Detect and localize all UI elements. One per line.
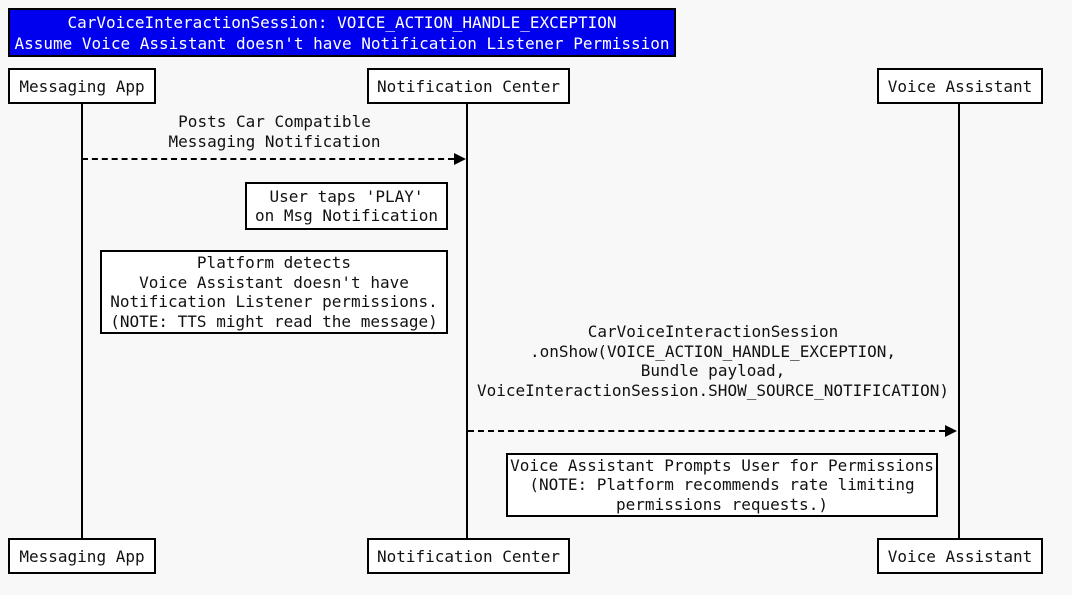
message-posts-notification-arrow-line bbox=[82, 158, 454, 160]
actor-messaging-app-top: Messaging App bbox=[8, 68, 156, 104]
actor-voice-assistant-top: Voice Assistant bbox=[877, 68, 1043, 104]
actor-voice-assistant-bottom: Voice Assistant bbox=[877, 538, 1043, 574]
lifeline-notification-center bbox=[466, 104, 468, 538]
note-voice-assistant-prompts: Voice Assistant Prompts User for Permiss… bbox=[506, 453, 938, 517]
diagram-title-line-2: Assume Voice Assistant doesn't have Noti… bbox=[14, 33, 670, 53]
lifeline-messaging-app bbox=[81, 104, 83, 538]
note-platform-detects: Platform detects Voice Assistant doesn't… bbox=[100, 250, 448, 334]
actor-notification-center-bottom: Notification Center bbox=[367, 538, 570, 574]
diagram-title-line-1: CarVoiceInteractionSession: VOICE_ACTION… bbox=[67, 12, 617, 32]
lifeline-voice-assistant bbox=[958, 104, 960, 538]
message-onshow-arrow-line bbox=[468, 430, 945, 432]
actor-notification-center-top: Notification Center bbox=[367, 68, 570, 104]
message-onshow-label: CarVoiceInteractionSession .onShow(VOICE… bbox=[476, 322, 949, 400]
actor-messaging-app-bottom: Messaging App bbox=[8, 538, 156, 574]
message-posts-notification-arrowhead bbox=[454, 153, 466, 165]
note-user-taps-play: User taps 'PLAY' on Msg Notification bbox=[245, 182, 448, 230]
diagram-title: CarVoiceInteractionSession: VOICE_ACTION… bbox=[8, 8, 676, 57]
message-onshow-arrowhead bbox=[945, 425, 957, 437]
message-posts-notification-label: Posts Car Compatible Messaging Notificat… bbox=[168, 112, 381, 151]
